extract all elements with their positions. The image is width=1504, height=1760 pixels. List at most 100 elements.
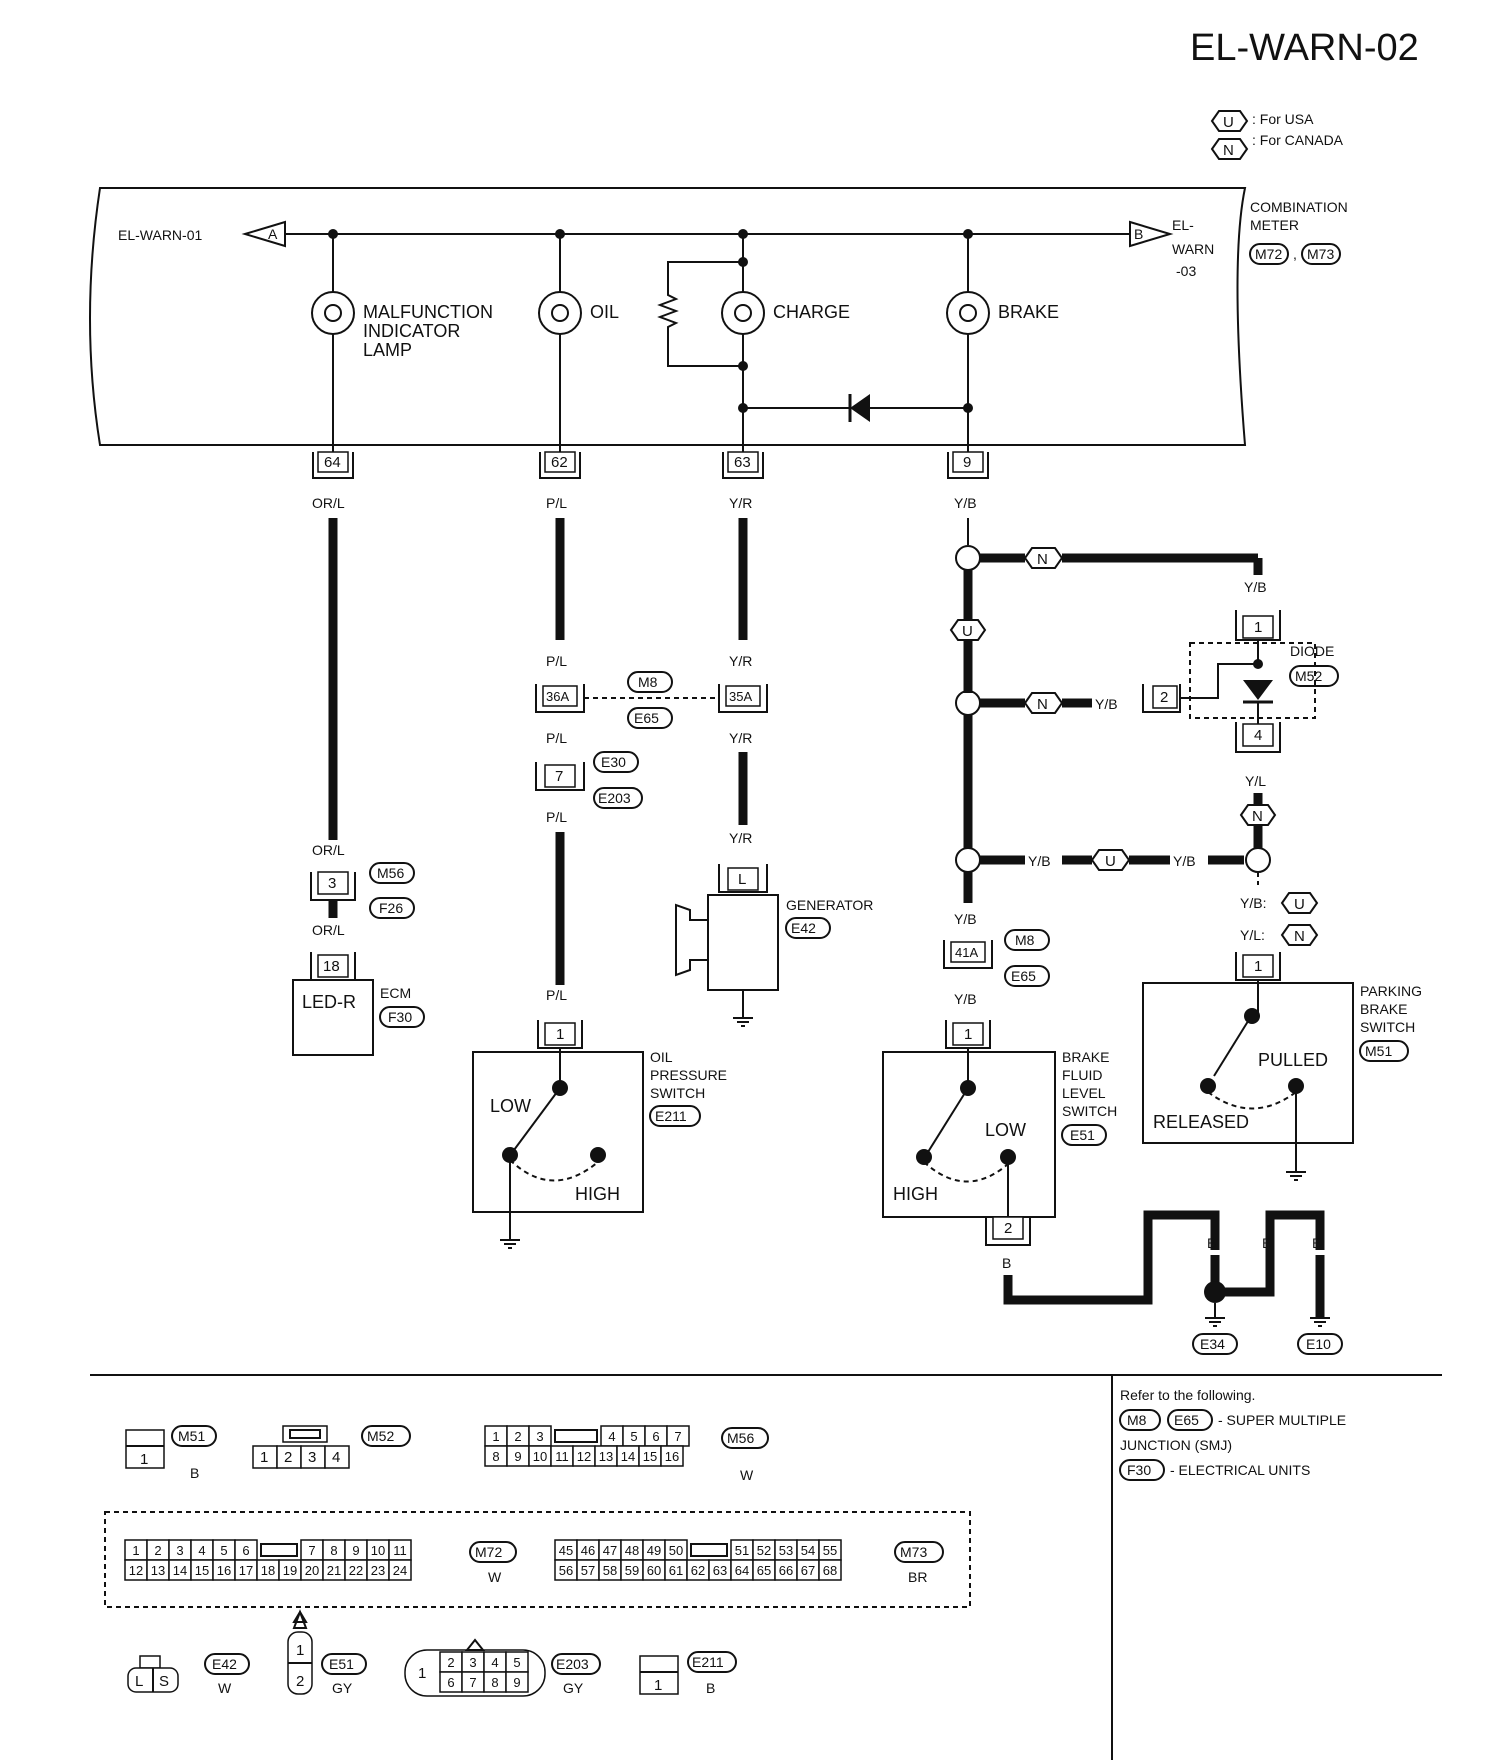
pin-cell: 16	[665, 1449, 679, 1464]
pin-cell: 68	[823, 1563, 837, 1578]
svg-text:4: 4	[1254, 727, 1262, 744]
meter-conn2: M73	[1307, 246, 1334, 262]
oil-sw-high: HIGH	[575, 1184, 620, 1204]
ecm-box	[292, 979, 374, 1056]
conn-m8-tag-2: M8	[1015, 932, 1035, 948]
svg-text:2: 2	[296, 1673, 304, 1690]
svg-text:M52: M52	[367, 1428, 394, 1444]
pin-cell: 47	[603, 1543, 617, 1558]
connector-bfl-2: 2	[985, 1216, 1031, 1246]
pin-cell: 17	[239, 1563, 253, 1578]
svg-text:E203: E203	[556, 1656, 589, 1672]
oil-sw-conn-tag: E211	[655, 1108, 687, 1124]
pin-cell: 54	[801, 1543, 815, 1558]
pin-cell: 8	[491, 1675, 498, 1690]
pin-cell: 1	[132, 1543, 139, 1558]
pb-wire-yb: Y/B:	[1240, 895, 1266, 911]
mil-lamp	[311, 291, 355, 335]
svg-text:W: W	[218, 1680, 232, 1696]
connector-diode-4: 4	[1235, 722, 1281, 753]
brake-lamp-label: BRAKE	[998, 302, 1059, 322]
oil-sw-low: LOW	[490, 1096, 531, 1116]
pin-cell: 9	[514, 1449, 521, 1464]
pin-cell: 67	[801, 1563, 815, 1578]
pin-cell: 6	[242, 1543, 249, 1558]
conn-view-m52: 1 2 3 4 M52	[252, 1425, 411, 1469]
connector-36a: 36A	[535, 684, 585, 713]
wire-label-b-1: B	[1002, 1255, 1011, 1271]
wire-label-yl-1: Y/L	[1245, 773, 1266, 789]
bfl-high: HIGH	[893, 1184, 938, 1204]
svg-text:1: 1	[654, 1677, 662, 1694]
refer-f30: F30	[1127, 1462, 1151, 1478]
connector-diode-1: 1	[1235, 610, 1281, 641]
pin-cell: 64	[735, 1563, 749, 1578]
wire-label-yb-diode-side: Y/B	[1095, 696, 1118, 712]
charge-resistor	[657, 261, 743, 367]
wire-label-orl-3: OR/L	[312, 922, 345, 938]
pin-cell: 13	[151, 1563, 165, 1578]
pin-cell: 49	[647, 1543, 661, 1558]
pb-label-1: PARKING	[1360, 983, 1422, 999]
pin-cell: 61	[669, 1563, 683, 1578]
pin-cell: 10	[533, 1449, 547, 1464]
conn-view-e42: L S E42 W	[127, 1653, 250, 1696]
refer-eu: - ELECTRICAL UNITS	[1170, 1462, 1310, 1478]
pb-pulled: PULLED	[1258, 1050, 1328, 1070]
pin-cell: 7	[469, 1675, 476, 1690]
pin-cell: 18	[261, 1563, 275, 1578]
svg-text:GY: GY	[563, 1680, 584, 1696]
wire-label-yr-4: Y/R	[729, 830, 752, 846]
pin-cell: 11	[555, 1449, 569, 1464]
connector-7: 7	[535, 762, 585, 791]
pin-cell: 6	[447, 1675, 454, 1690]
pin-cell: 8	[330, 1543, 337, 1558]
pin-cell: 3	[469, 1655, 476, 1670]
pin-cell: 22	[349, 1563, 363, 1578]
tag-n-3: N	[1252, 808, 1263, 825]
ground-e10-tag: E10	[1306, 1336, 1331, 1352]
wire-label-yb-cross-1: Y/B	[1028, 853, 1051, 869]
wire-label-yr-2: Y/R	[729, 653, 752, 669]
pin-cell: 50	[669, 1543, 683, 1558]
page-title: EL-WARN-02	[1190, 27, 1419, 69]
wire-label-yb-cross-2: Y/B	[1173, 853, 1196, 869]
pin-cell: 4	[608, 1429, 615, 1444]
pin-cell: 57	[581, 1563, 595, 1578]
legend: U : For USA N : For CANADA	[1210, 110, 1344, 160]
generator-label: GENERATOR	[786, 897, 873, 913]
wire-label-pl-1: P/L	[546, 495, 567, 511]
pin-cell: 15	[643, 1449, 657, 1464]
connector-diode-2: 2	[1142, 684, 1181, 713]
svg-text:W: W	[740, 1467, 754, 1483]
pin-cell: 21	[327, 1563, 341, 1578]
svg-text:E42: E42	[212, 1656, 237, 1672]
pin-cell: 16	[217, 1563, 231, 1578]
wire-label-b-4: B	[1312, 1235, 1321, 1251]
bfl-label-4: SWITCH	[1062, 1103, 1117, 1119]
pin-62: 62	[539, 451, 581, 479]
svg-text:S: S	[159, 1673, 169, 1690]
pb-label-3: SWITCH	[1360, 1019, 1415, 1035]
pin-cell: 12	[129, 1563, 143, 1578]
svg-text:W: W	[488, 1569, 502, 1585]
pin-cell: 51	[735, 1543, 749, 1558]
brake-lamp	[946, 291, 990, 335]
svg-text:41A: 41A	[955, 945, 978, 960]
pin-cell: 5	[220, 1543, 227, 1558]
bfl-conn-tag: E51	[1070, 1127, 1095, 1143]
pin-cell: 2	[514, 1429, 521, 1444]
pin-cell: 2	[154, 1543, 161, 1558]
conn-view-e211: 1 E211 B	[639, 1651, 737, 1696]
svg-text:1: 1	[260, 1449, 268, 1466]
diode-conn-tag: M52	[1295, 668, 1322, 684]
pin-cell: 58	[603, 1563, 617, 1578]
mil-label-3: LAMP	[363, 340, 412, 360]
svg-text:M51: M51	[178, 1428, 205, 1444]
arrow-a	[241, 220, 286, 248]
pb-wire-yl: Y/L:	[1240, 927, 1265, 943]
pb-conn-tag: M51	[1365, 1043, 1392, 1059]
tag-u-2: U	[1105, 853, 1116, 870]
mil-label-2: INDICATOR	[363, 321, 460, 341]
